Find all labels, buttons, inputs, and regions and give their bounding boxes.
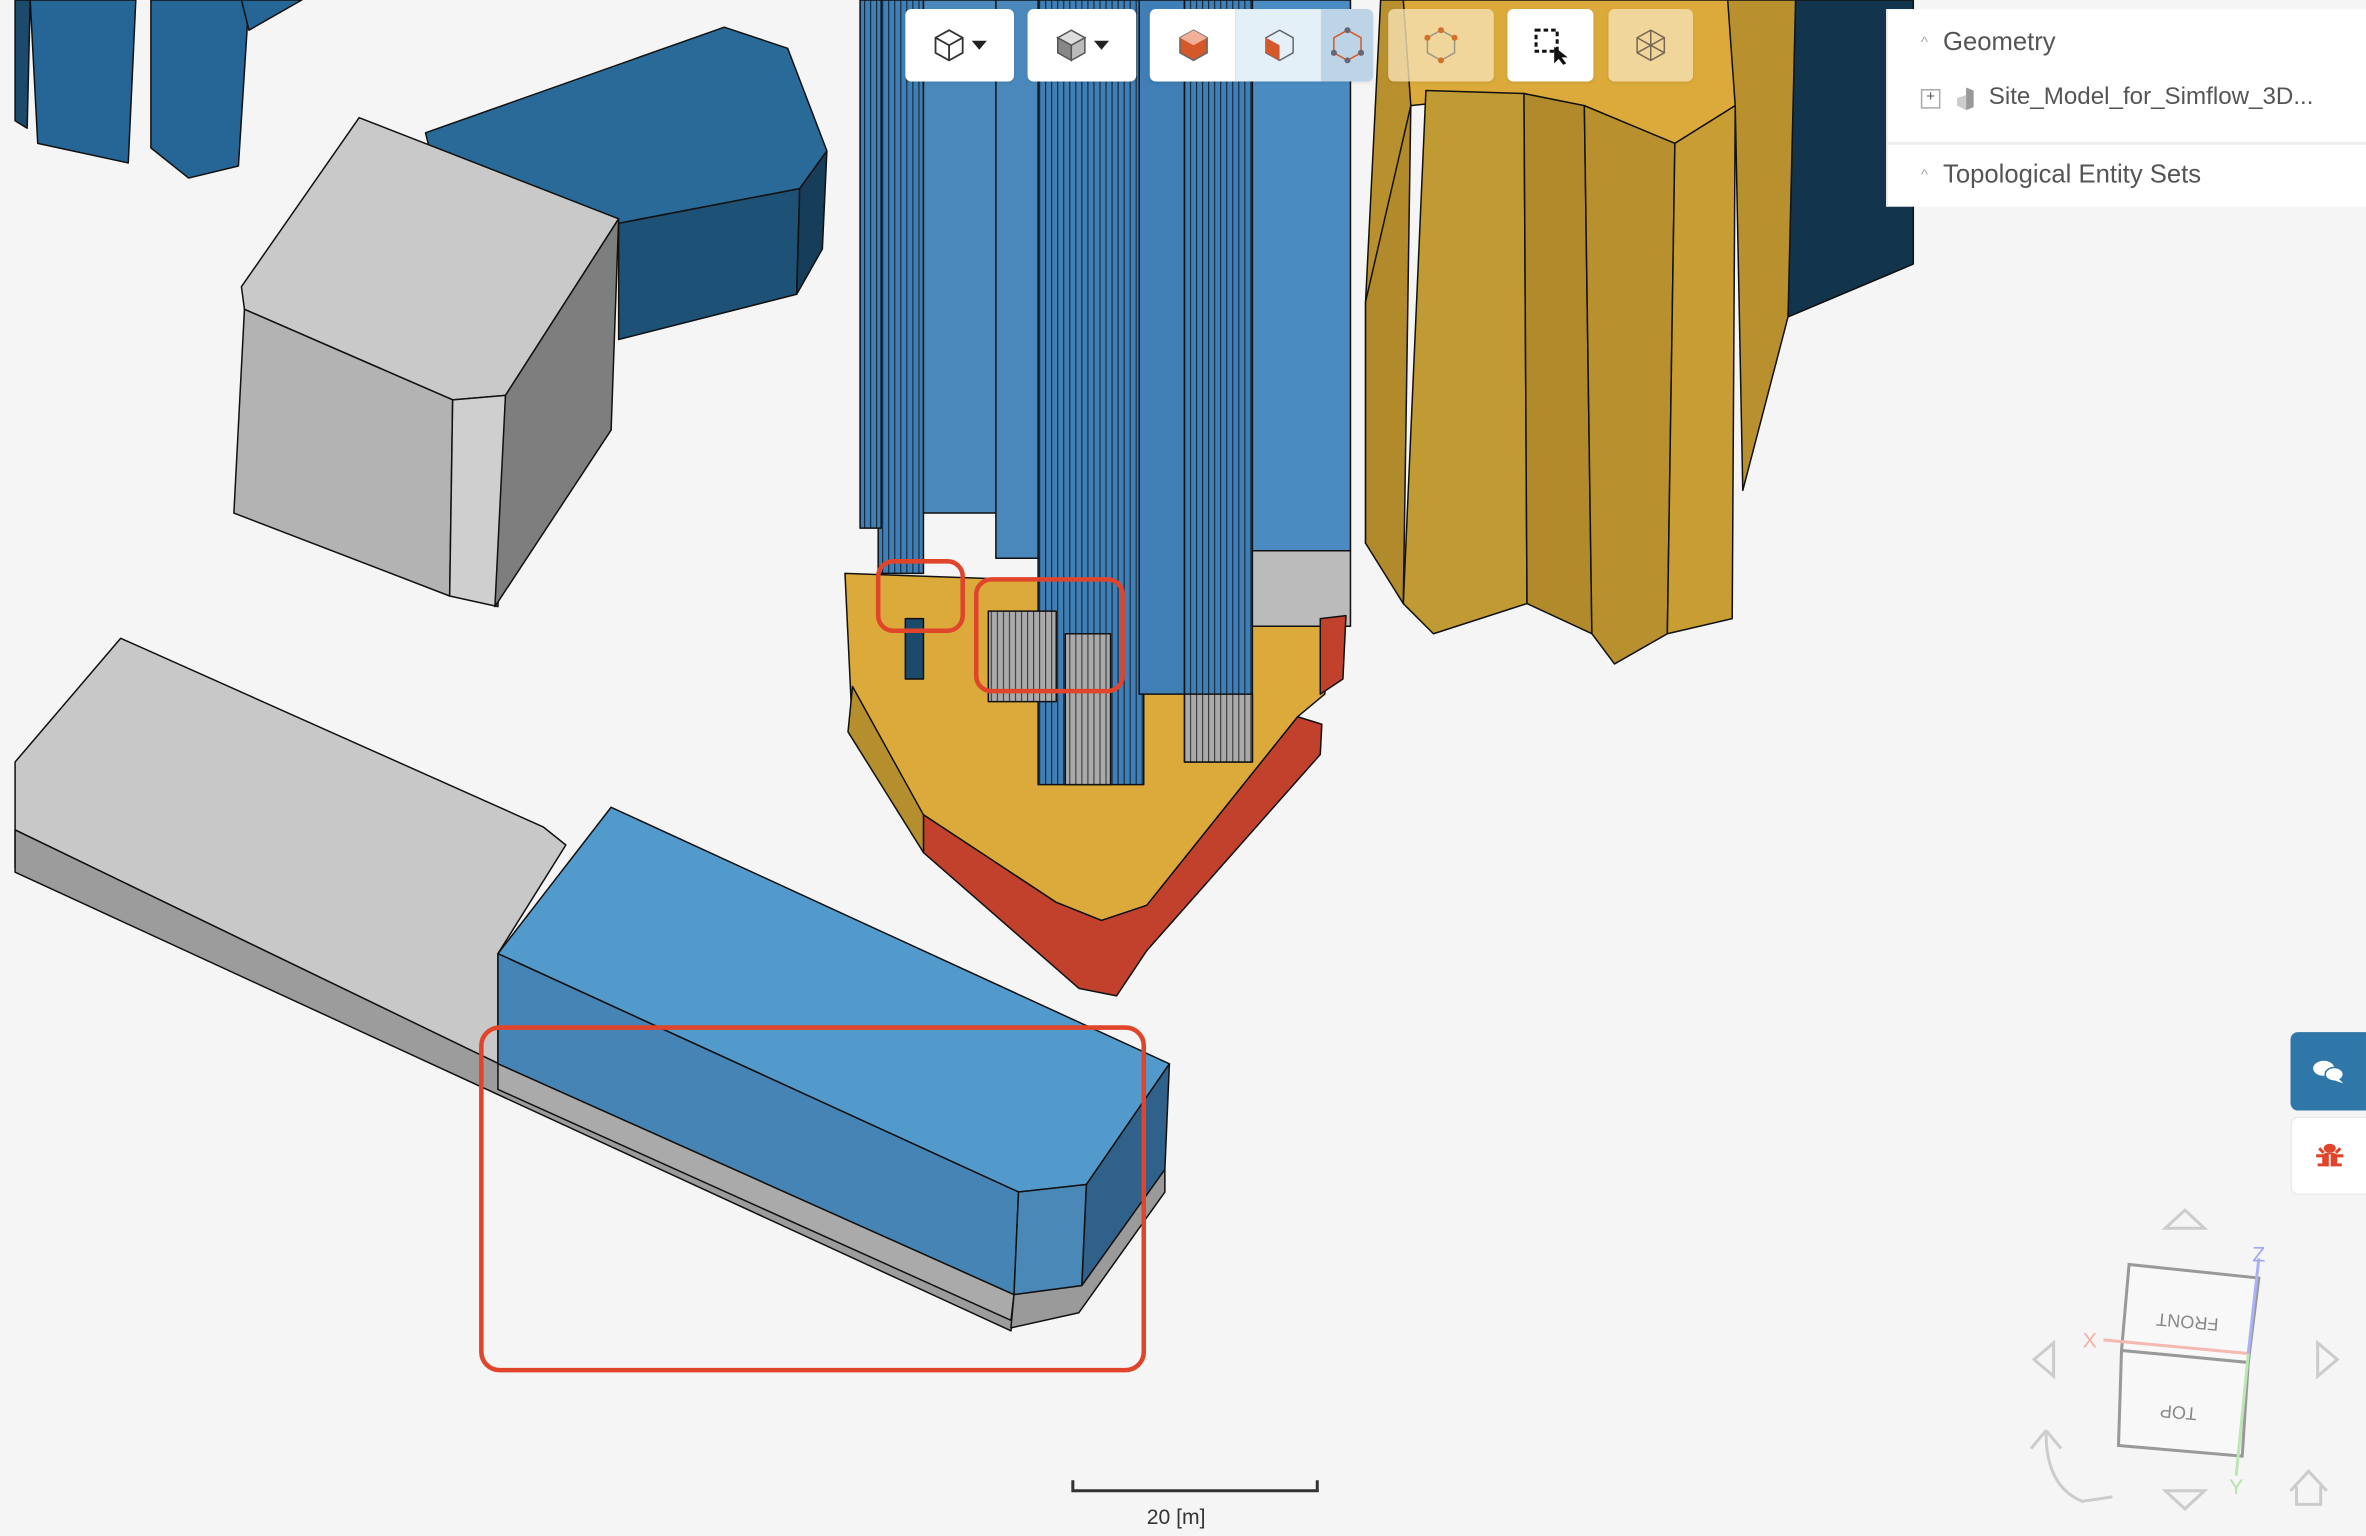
nav-down-arrow [2161, 1489, 2209, 1511]
select-volumes-button[interactable] [1149, 9, 1236, 82]
select-points-button[interactable] [1388, 9, 1494, 82]
tree-item-site-model[interactable]: + Site_Model_for_Simflow_3D... [1920, 84, 2314, 111]
topological-section-header[interactable]: ^ Topological Entity Sets [1921, 160, 2201, 190]
building-gray-cube [233, 116, 620, 608]
solid-cube-icon [1056, 29, 1087, 62]
building-blue-hex [424, 26, 828, 341]
building-blue-topleft [14, 0, 303, 179]
geometry-section-header[interactable]: ^ Geometry [1921, 27, 2056, 57]
geometry-label: Geometry [1943, 27, 2056, 56]
volume-select-icon [1178, 29, 1208, 62]
chat-button[interactable] [2290, 1032, 2366, 1111]
rotate-arrows-icon [2029, 1429, 2113, 1503]
expand-icon[interactable]: + [1920, 88, 1941, 108]
home-icon [2289, 1468, 2328, 1506]
chevron-up-icon: ^ [1920, 33, 1928, 51]
scale-bar [1071, 1480, 1319, 1493]
bug-icon [2316, 1143, 2344, 1167]
axis-z-label: Z [2252, 1243, 2265, 1266]
highlight-box-3 [479, 1025, 1147, 1373]
tower-gold [1364, 0, 1804, 665]
nav-left-arrow [2031, 1339, 2056, 1380]
point-select-icon [1424, 27, 1458, 64]
view-mode-wireframe-dropdown[interactable] [905, 9, 1014, 82]
nav-cube-top-label: TOP [2159, 1401, 2197, 1424]
edge-select-icon [1330, 27, 1365, 64]
highlight-box-1 [875, 559, 965, 633]
scale-bar-label: 20 [m] [1146, 1504, 1206, 1529]
wireframe-cube-icon [934, 29, 964, 62]
highlight-box-2 [973, 577, 1125, 694]
box-select-icon [1533, 28, 1567, 65]
chat-icon [2313, 1060, 2345, 1084]
tower-central [844, 0, 1352, 997]
nav-up-arrow [2161, 1208, 2209, 1230]
topological-label: Topological Entity Sets [1943, 159, 2202, 189]
geometry-item-label: Site_Model_for_Simflow_3D... [1988, 84, 2314, 111]
divider [1887, 141, 2366, 145]
axis-x-label: X [2083, 1329, 2097, 1352]
nav-right-arrow [2316, 1339, 2340, 1380]
select-faces-button[interactable] [1235, 9, 1322, 82]
bug-report-button[interactable] [2290, 1116, 2366, 1196]
select-all-entities-button[interactable] [1608, 9, 1693, 82]
box-select-button[interactable] [1507, 9, 1594, 82]
face-select-icon [1264, 29, 1294, 62]
nav-cube[interactable] [2029, 1208, 2340, 1511]
geometry-panel: ^ Geometry + Site_Model_for_Simflow_3D..… [1886, 9, 2366, 207]
building-blue-box [497, 806, 1171, 1329]
chevron-up-icon: ^ [1920, 166, 1928, 184]
chevron-down-icon [1093, 40, 1110, 50]
solid-body-icon [1957, 87, 1974, 111]
view-mode-solid-dropdown[interactable] [1027, 9, 1137, 82]
mesh-select-icon [1636, 29, 1666, 62]
axis-y-label: Y [2229, 1476, 2243, 1499]
chevron-down-icon [971, 40, 987, 50]
select-edges-button[interactable] [1321, 9, 1374, 82]
